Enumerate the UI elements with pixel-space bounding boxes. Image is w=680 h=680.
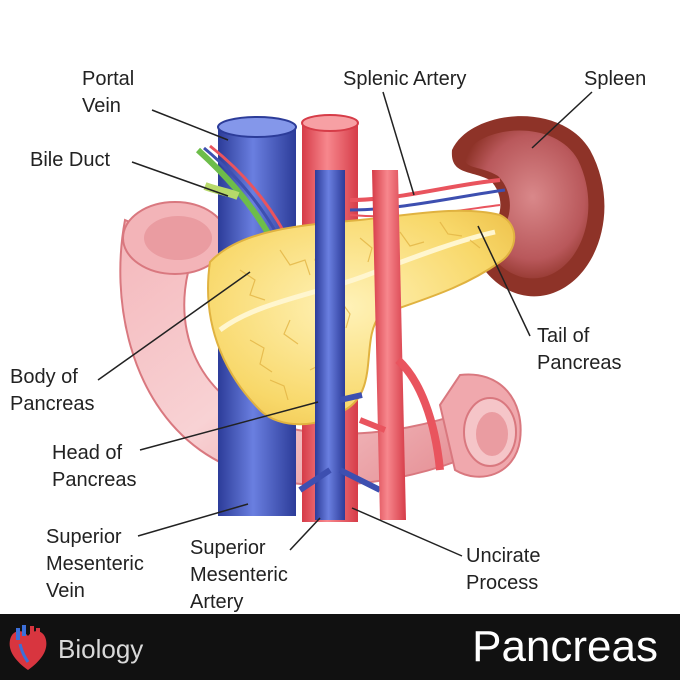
label-sma-line3: Artery — [190, 591, 244, 613]
footer-brand: Biology — [58, 634, 144, 664]
leader-uncinate — [351, 507, 463, 557]
leader-head — [139, 401, 319, 451]
label-body-line1: Body of — [10, 366, 78, 388]
leader-body — [97, 271, 251, 381]
footer-title: Pancreas — [472, 622, 658, 671]
label-spleen: Spleen — [584, 66, 646, 93]
label-tail-line2: Pancreas — [537, 352, 622, 374]
label-smv-line3: Vein — [46, 580, 85, 602]
leader-spleen — [531, 91, 593, 149]
label-body-line2: Pancreas — [10, 393, 95, 415]
label-sma-line1: Superior — [190, 537, 266, 559]
label-tail-line1: Tail of — [537, 325, 590, 347]
bile-duct — [195, 144, 286, 242]
duodenum — [119, 201, 522, 486]
label-bile-duct-text: Bile Duct — [30, 149, 111, 171]
label-head-line1: Head of — [52, 442, 123, 464]
pancreas-anatomy-diagram: Portal Vein Bile Duct Splenic Artery Spl… — [10, 66, 646, 616]
label-smv: Superior Mesenteric Vein — [46, 524, 144, 605]
label-portal-vein-line2: Vein — [82, 95, 121, 117]
label-uncinate-line1: Uncirate — [466, 545, 541, 567]
label-body: Body of Pancreas — [10, 364, 95, 418]
label-bile-duct: Bile Duct — [30, 147, 110, 174]
superior-mesenteric-artery — [358, 170, 444, 520]
anatomy-illustration — [97, 91, 605, 557]
footer-bar: Biology Pancreas — [0, 614, 680, 680]
label-uncinate: Uncirate Process — [466, 543, 540, 597]
label-head: Head of Pancreas — [52, 440, 137, 494]
leader-smv — [137, 503, 249, 537]
leader-lines — [97, 91, 593, 557]
label-splenic-artery: Splenic Artery — [343, 66, 466, 93]
leader-portal-vein — [151, 109, 229, 141]
label-uncinate-line2: Process — [466, 572, 539, 594]
label-smv-line2: Mesenteric — [46, 553, 144, 575]
label-sma-line2: Mesenteric — [190, 564, 288, 586]
label-tail: Tail of Pancreas — [537, 323, 622, 377]
leader-bile-duct — [131, 161, 229, 197]
superior-mesenteric-vein — [298, 170, 382, 520]
leader-sma — [289, 517, 321, 551]
heart-icon — [9, 625, 47, 670]
label-portal-vein-line1: Portal — [82, 68, 135, 90]
pancreas — [207, 209, 516, 426]
label-splenic-artery-text: Splenic Artery — [343, 68, 467, 90]
label-head-line2: Pancreas — [52, 469, 137, 491]
label-sma: Superior Mesenteric Artery — [190, 535, 288, 616]
leader-tail — [477, 225, 531, 337]
label-portal-vein: Portal Vein — [82, 66, 134, 120]
label-smv-line1: Superior — [46, 526, 122, 548]
label-spleen-text: Spleen — [584, 68, 647, 90]
leader-splenic-artery — [382, 91, 415, 196]
